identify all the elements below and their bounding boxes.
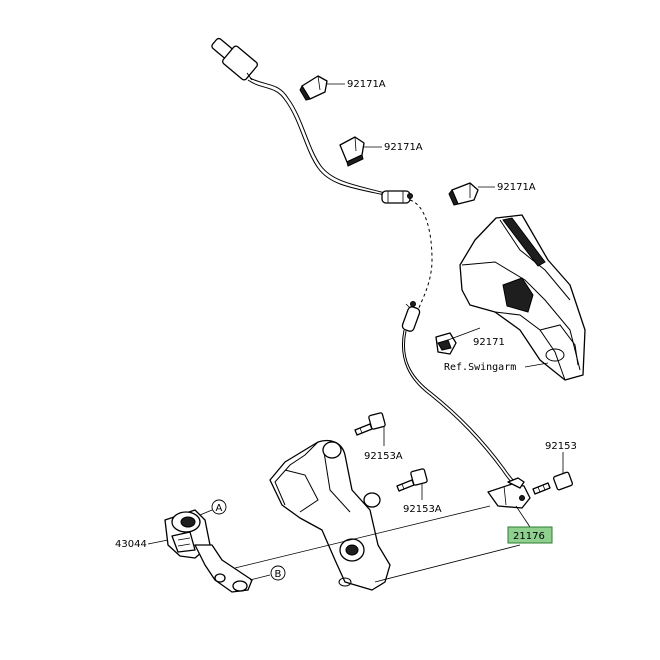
label-bolt-upper: 92153A bbox=[364, 451, 403, 462]
clip-mid bbox=[339, 136, 365, 167]
label-caliper: 43044 bbox=[115, 539, 147, 550]
caliper bbox=[164, 509, 211, 559]
leader-circle-b bbox=[249, 574, 271, 581]
label-clamp: 92171 bbox=[473, 337, 505, 348]
label-clip-right: 92171A bbox=[497, 182, 536, 193]
bolt-lower bbox=[396, 468, 428, 492]
clip-right bbox=[448, 182, 479, 206]
label-clip-top: 92171A bbox=[347, 79, 386, 90]
leader-swingarm bbox=[524, 362, 549, 368]
clip-top bbox=[299, 75, 328, 101]
label-bolt-lower: 92153A bbox=[403, 504, 442, 515]
swingarm-reference bbox=[459, 214, 586, 381]
circle-b-letter: B bbox=[275, 569, 282, 580]
bolt-upper bbox=[354, 412, 386, 436]
leader-clamp bbox=[447, 327, 481, 341]
alignment-line-upper bbox=[234, 505, 491, 569]
caliper-bracket bbox=[269, 439, 391, 591]
clamp bbox=[435, 332, 457, 355]
speed-sensor bbox=[487, 477, 531, 509]
label-sensor: 21176 bbox=[513, 531, 545, 542]
cable-grommet-lower bbox=[401, 301, 421, 332]
cable-grommet bbox=[381, 190, 413, 204]
bolt-right bbox=[532, 471, 573, 495]
label-bolt-right: 92153 bbox=[545, 441, 577, 452]
leader-caliper bbox=[147, 539, 169, 545]
sensor-cable bbox=[247, 77, 517, 486]
label-clip-mid: 92171A bbox=[384, 142, 423, 153]
circle-a-letter: A bbox=[216, 503, 223, 514]
leader-circle-a bbox=[199, 509, 213, 516]
sensor-label-box bbox=[507, 526, 553, 544]
leader-sensor bbox=[515, 505, 531, 528]
alignment-line-lower bbox=[374, 544, 521, 583]
label-ref-swingarm: Ref.Swingarm bbox=[444, 362, 516, 373]
circle-a bbox=[211, 499, 227, 515]
circle-b bbox=[270, 565, 286, 581]
sensor-connector bbox=[211, 37, 258, 81]
caliper-arm bbox=[194, 544, 253, 593]
